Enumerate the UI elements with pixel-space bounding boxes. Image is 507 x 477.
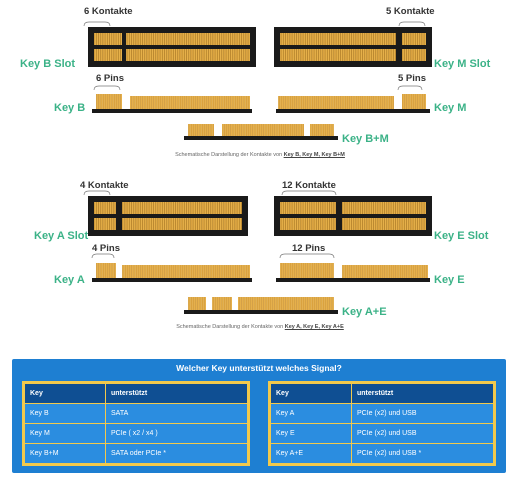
header-supports: unterstützt <box>106 384 247 403</box>
row-key: Key A+E <box>271 444 351 463</box>
header-key: Key <box>271 384 351 403</box>
row-key: Key B+M <box>25 444 105 463</box>
top-caption-text: Schematische Darstellung der Kontakte vo… <box>175 152 284 158</box>
header-key: Key <box>25 384 105 403</box>
row-key: Key M <box>25 424 105 443</box>
row-signal: PCIe (x2) und USB <box>352 404 493 423</box>
header-supports: unterstützt <box>352 384 493 403</box>
key-m-pins: 5 Pins <box>398 73 426 84</box>
right-table: Key unterstützt Key A PCIe (x2) und USB … <box>268 381 496 466</box>
key-b-pins: 6 Pins <box>96 73 124 84</box>
key-e-slot-label: Key E Slot <box>434 230 489 242</box>
key-a-pins: 4 Pins <box>92 243 120 254</box>
row-key: Key A <box>271 404 351 423</box>
table-title: Welcher Key unterstützt welches Signal? <box>176 363 342 373</box>
key-m-slot-label: Key M Slot <box>434 58 491 70</box>
top-caption-keys: Key B, Key M, Key B+M <box>283 152 345 158</box>
key-a-e-label: Key A+E <box>342 306 387 318</box>
table-row: Key B+M SATA oder PCIe * <box>25 444 247 463</box>
key-a-slot <box>83 190 248 236</box>
key-a-card <box>91 253 252 282</box>
table-row: Key A PCIe (x2) und USB <box>271 404 493 423</box>
key-b-card <box>92 85 252 113</box>
row-signal: PCIe (x2) und USB <box>352 424 493 443</box>
key-a-label: Key A <box>54 274 85 286</box>
key-m-label: Key M <box>434 102 467 114</box>
key-e-label: Key E <box>434 274 465 286</box>
row-key: Key E <box>271 424 351 443</box>
row-signal: SATA oder PCIe * <box>106 444 247 463</box>
top-caption: Schematische Darstellung der Kontakte vo… <box>120 152 400 158</box>
key-e-pins: 12 Pins <box>292 243 326 254</box>
table-header-row: Key unterstützt <box>271 384 493 403</box>
key-b-slot <box>83 21 256 67</box>
left-table: Key unterstützt Key B SATA Key M PCIe ( … <box>22 381 250 466</box>
signal-table: Welcher Key unterstützt welches Signal? … <box>12 359 506 473</box>
row-signal: PCIe ( x2 / x4 ) <box>106 424 247 443</box>
table-row: Key E PCIe (x2) und USB <box>271 424 493 443</box>
key-m-slot <box>274 21 432 67</box>
row-signal: SATA <box>106 404 247 423</box>
key-b-contact-count: 6 Kontakte <box>84 6 133 17</box>
key-e-card <box>276 253 430 282</box>
key-a-contact-count: 4 Kontakte <box>80 180 129 191</box>
key-b-slot-label: Key B Slot <box>20 58 76 70</box>
key-m-card <box>276 85 430 113</box>
key-a-slot-label: Key A Slot <box>34 230 89 242</box>
key-e-slot <box>274 190 432 236</box>
bottom-caption-keys: Key A, Key E, Key A+E <box>284 324 344 330</box>
key-b-m-card <box>184 124 338 140</box>
key-b-m-label: Key B+M <box>342 133 389 145</box>
key-b-label: Key B <box>54 102 86 114</box>
table-header-row: Key unterstützt <box>25 384 247 403</box>
table-row: Key B SATA <box>25 404 247 423</box>
key-e-contact-count: 12 Kontakte <box>282 180 336 191</box>
row-signal: PCIe (x2) und USB * <box>352 444 493 463</box>
table-row: Key M PCIe ( x2 / x4 ) <box>25 424 247 443</box>
bottom-caption: Schematische Darstellung der Kontakte vo… <box>120 324 400 330</box>
bottom-caption-text: Schematische Darstellung der Kontakte vo… <box>176 324 285 330</box>
key-m-contact-count: 5 Kontakte <box>386 6 435 17</box>
key-a-e-card <box>184 297 338 314</box>
table-row: Key A+E PCIe (x2) und USB * <box>271 444 493 463</box>
row-key: Key B <box>25 404 105 423</box>
